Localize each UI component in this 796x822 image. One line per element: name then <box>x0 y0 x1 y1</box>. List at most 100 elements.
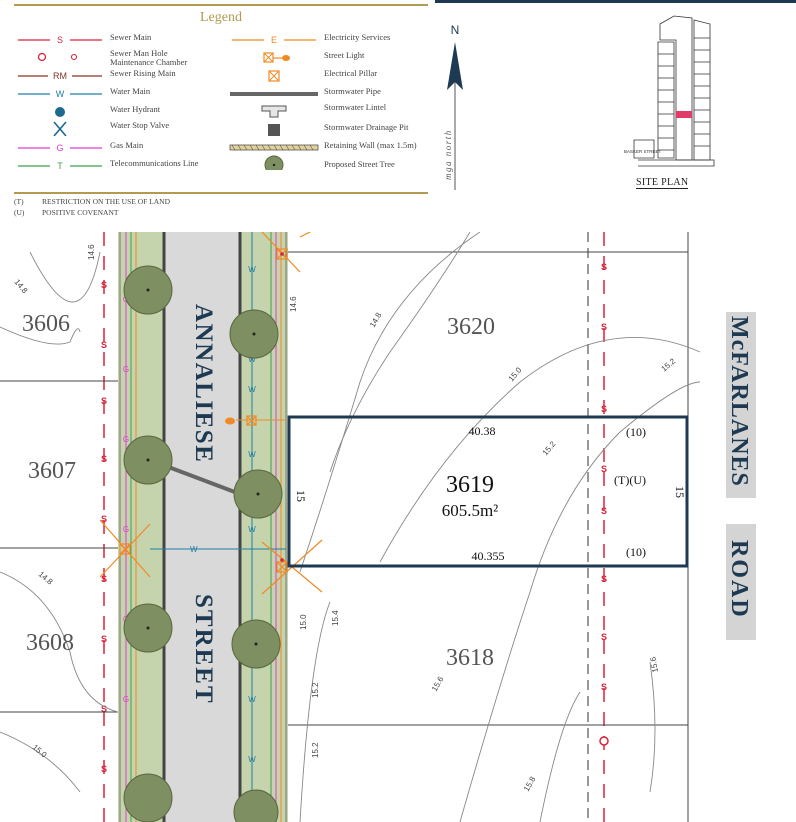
contour-label: 15.6 <box>648 656 660 673</box>
manhole-icon <box>37 52 78 62</box>
legend-item-sewer-main: S Sewer Main <box>14 32 224 48</box>
svg-text:S: S <box>601 404 607 414</box>
legend-label: Electrical Pillar <box>324 68 378 78</box>
legend-item-stormwater-pipe: Stormwater Pipe <box>228 86 428 102</box>
mcfarlanes-label-box <box>726 312 756 498</box>
contour-label: 14.8 <box>12 278 29 296</box>
street-light-icon <box>263 52 290 63</box>
svg-text:E: E <box>271 35 277 45</box>
legend-note-t: (T) RESTRICTION ON THE USE OF LAND <box>14 197 170 206</box>
lot-3607: 3607 <box>28 458 76 484</box>
electrical-pillar-icon <box>268 70 280 82</box>
legend-label: Electricity Services <box>324 32 391 42</box>
svg-text:S: S <box>101 280 107 290</box>
svg-text:W: W <box>248 450 256 459</box>
svg-text:S: S <box>601 464 607 474</box>
dimension-top: 40.38 <box>469 424 496 438</box>
legend-item-pillar: Electrical Pillar <box>228 68 428 84</box>
svg-text:S: S <box>101 704 107 714</box>
contour-label: 14.6 <box>289 296 298 312</box>
drainage-pit-icon <box>268 124 280 136</box>
svg-text:S: S <box>101 396 107 406</box>
legend-item-street-tree: Proposed Street Tree <box>228 154 428 176</box>
legend-item-street-light: Street Light <box>228 50 428 66</box>
svg-text:S: S <box>601 682 607 692</box>
legend-bottom-rule <box>14 192 428 194</box>
restriction-label: (T)(U) <box>614 473 646 487</box>
svg-text:G: G <box>56 143 63 153</box>
svg-text:W: W <box>248 525 256 534</box>
note-key: (T) <box>14 197 24 206</box>
dimension-bottom: 40.355 <box>472 549 505 563</box>
dimension-right: 15 <box>673 486 687 498</box>
lot-3620: 3620 <box>447 314 495 340</box>
header-rule <box>435 0 796 3</box>
street-light-icon <box>225 417 235 425</box>
telecom-line-icon: T <box>18 161 102 171</box>
svg-text:S: S <box>601 322 607 332</box>
contour-label: 14.6 <box>87 244 96 260</box>
north-arrow-icon: N mga north <box>443 23 463 190</box>
legend-item-sewer-manhole: Sewer Man Hole Maintenance Chamber <box>14 48 224 68</box>
lot-3608: 3608 <box>26 630 74 656</box>
gas-main-icon: G <box>18 143 102 153</box>
stormwater-lintel-icon <box>261 105 287 118</box>
legend-label: Water Hydrant <box>110 104 161 114</box>
note-text: POSITIVE COVENANT <box>42 208 119 217</box>
svg-text:S: S <box>601 262 607 272</box>
legend-label: Sewer Man Hole Maintenance Chamber <box>110 48 188 67</box>
annaliese-street-carriageway <box>164 232 240 822</box>
legend-item-lintel: Stormwater Lintel <box>228 102 428 120</box>
contour-label: 15.2 <box>660 356 678 373</box>
legend-panel: Legend S Sewer Main Sewer Man Hole Maint… <box>14 4 430 226</box>
contour-label: 15.6 <box>430 675 446 693</box>
contour-label: 15.4 <box>331 610 340 626</box>
svg-text:G: G <box>123 435 129 444</box>
svg-text:W: W <box>248 355 256 364</box>
svg-text:W: W <box>248 755 256 764</box>
stop-valve-icon <box>53 121 67 136</box>
legend-item-water-main: W Water Main <box>14 86 224 102</box>
svg-text:G: G <box>123 525 129 534</box>
street-name-street: STREET <box>190 594 217 705</box>
legend-item-electricity: E Electricity Services <box>228 32 428 48</box>
legend-label: Stormwater Drainage Pit <box>324 122 409 132</box>
legend-label: Gas Main <box>110 140 144 150</box>
site-plan-map: BASKER STREET <box>624 15 715 167</box>
legend-item-gas-main: G Gas Main <box>14 140 224 156</box>
north-letter: N <box>451 23 460 37</box>
contour-label: 15.0 <box>299 614 308 630</box>
svg-text:T: T <box>57 161 63 171</box>
contour-label: 15.2 <box>311 682 320 698</box>
dimension-left: 15 <box>294 490 308 502</box>
note-key: (U) <box>14 208 25 217</box>
site-plan-subject-lot <box>676 111 692 118</box>
svg-text:RM: RM <box>53 71 67 81</box>
svg-text:S: S <box>101 764 107 774</box>
street-tree-icon <box>264 155 284 170</box>
subdivision-plan: GG GG GG WW WW WW WW SSS SSS SSS SSS SSS… <box>0 232 756 822</box>
legend-note-u: (U) POSITIVE COVENANT <box>14 208 118 217</box>
legend-item-retaining-wall: Retaining Wall (max 1.5m) <box>228 140 428 156</box>
lot-3606: 3606 <box>22 311 70 337</box>
note-text: RESTRICTION ON THE USE OF LAND <box>42 197 170 206</box>
legend-label: Telecommunications Line <box>110 158 199 168</box>
manhole-icon <box>599 736 609 746</box>
lot-3618: 3618 <box>446 645 494 671</box>
legend-label: Street Light <box>324 50 365 60</box>
svg-text:W: W <box>56 89 65 99</box>
legend-item-rising-main: RM Sewer Rising Main <box>14 68 224 84</box>
subject-lot-boundary <box>287 415 689 568</box>
hydrant-icon <box>55 107 65 117</box>
water-main-icon: W <box>18 89 102 99</box>
contour-label: 15.8 <box>522 775 538 793</box>
svg-text:S: S <box>601 506 607 516</box>
svg-text:G: G <box>123 695 129 704</box>
subject-lot-number: 3619 <box>446 472 494 498</box>
stormwater-pipe-icon <box>230 92 318 96</box>
legend-item-stop-valve: Water Stop Valve <box>14 120 224 138</box>
legend-item-drainage-pit: Stormwater Drainage Pit <box>228 122 428 138</box>
legend-item-hydrant: Water Hydrant <box>14 104 224 120</box>
svg-text:S: S <box>101 454 107 464</box>
